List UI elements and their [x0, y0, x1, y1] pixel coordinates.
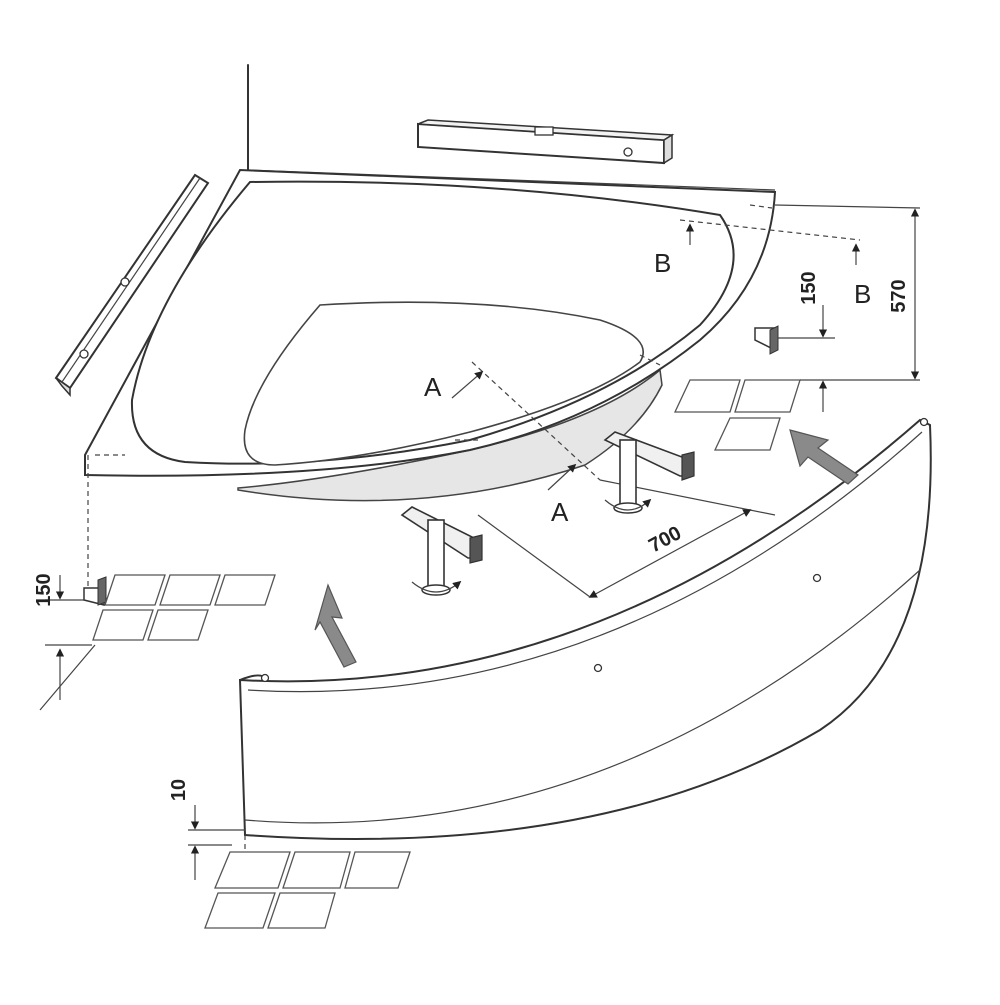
dimension-150-right	[778, 305, 835, 412]
panel-direction-arrow-left	[314, 583, 357, 668]
dimension-10-label: 10	[168, 779, 190, 801]
dimension-150-right-label: 150	[798, 271, 820, 304]
spirit-level-left	[54, 173, 210, 397]
bathtub	[84, 168, 777, 502]
panel-direction-arrow-right	[789, 429, 859, 485]
wall-bracket-left	[83, 576, 107, 606]
dimension-700-label: 700	[645, 522, 685, 557]
floor-tiles-right	[673, 379, 801, 451]
wall-bracket-right	[754, 325, 779, 355]
dimension-570	[774, 204, 921, 381]
label-b-right: B	[854, 279, 871, 309]
tub-basin-floor	[243, 301, 645, 466]
label-a-top: A	[424, 372, 442, 402]
section-marker-b-left	[679, 219, 861, 245]
dimension-570-label: 570	[888, 279, 910, 312]
dimension-10	[188, 805, 246, 880]
section-marker-a-top	[451, 370, 484, 399]
floor-tiles-bottom	[204, 851, 411, 929]
front-panel	[238, 417, 932, 841]
label-b-left: B	[654, 248, 671, 278]
panel-body	[238, 418, 932, 841]
label-a-bottom: A	[551, 497, 569, 527]
spirit-level-top	[417, 119, 675, 165]
dimension-150-left-label: 150	[33, 573, 55, 606]
support-leg-left	[400, 506, 483, 596]
dimension-700	[477, 509, 752, 598]
support-leg-right	[603, 431, 695, 514]
dimension-150-left	[39, 455, 96, 711]
section-marker-a-bottom	[547, 463, 577, 491]
floor-tiles-left	[92, 574, 276, 641]
